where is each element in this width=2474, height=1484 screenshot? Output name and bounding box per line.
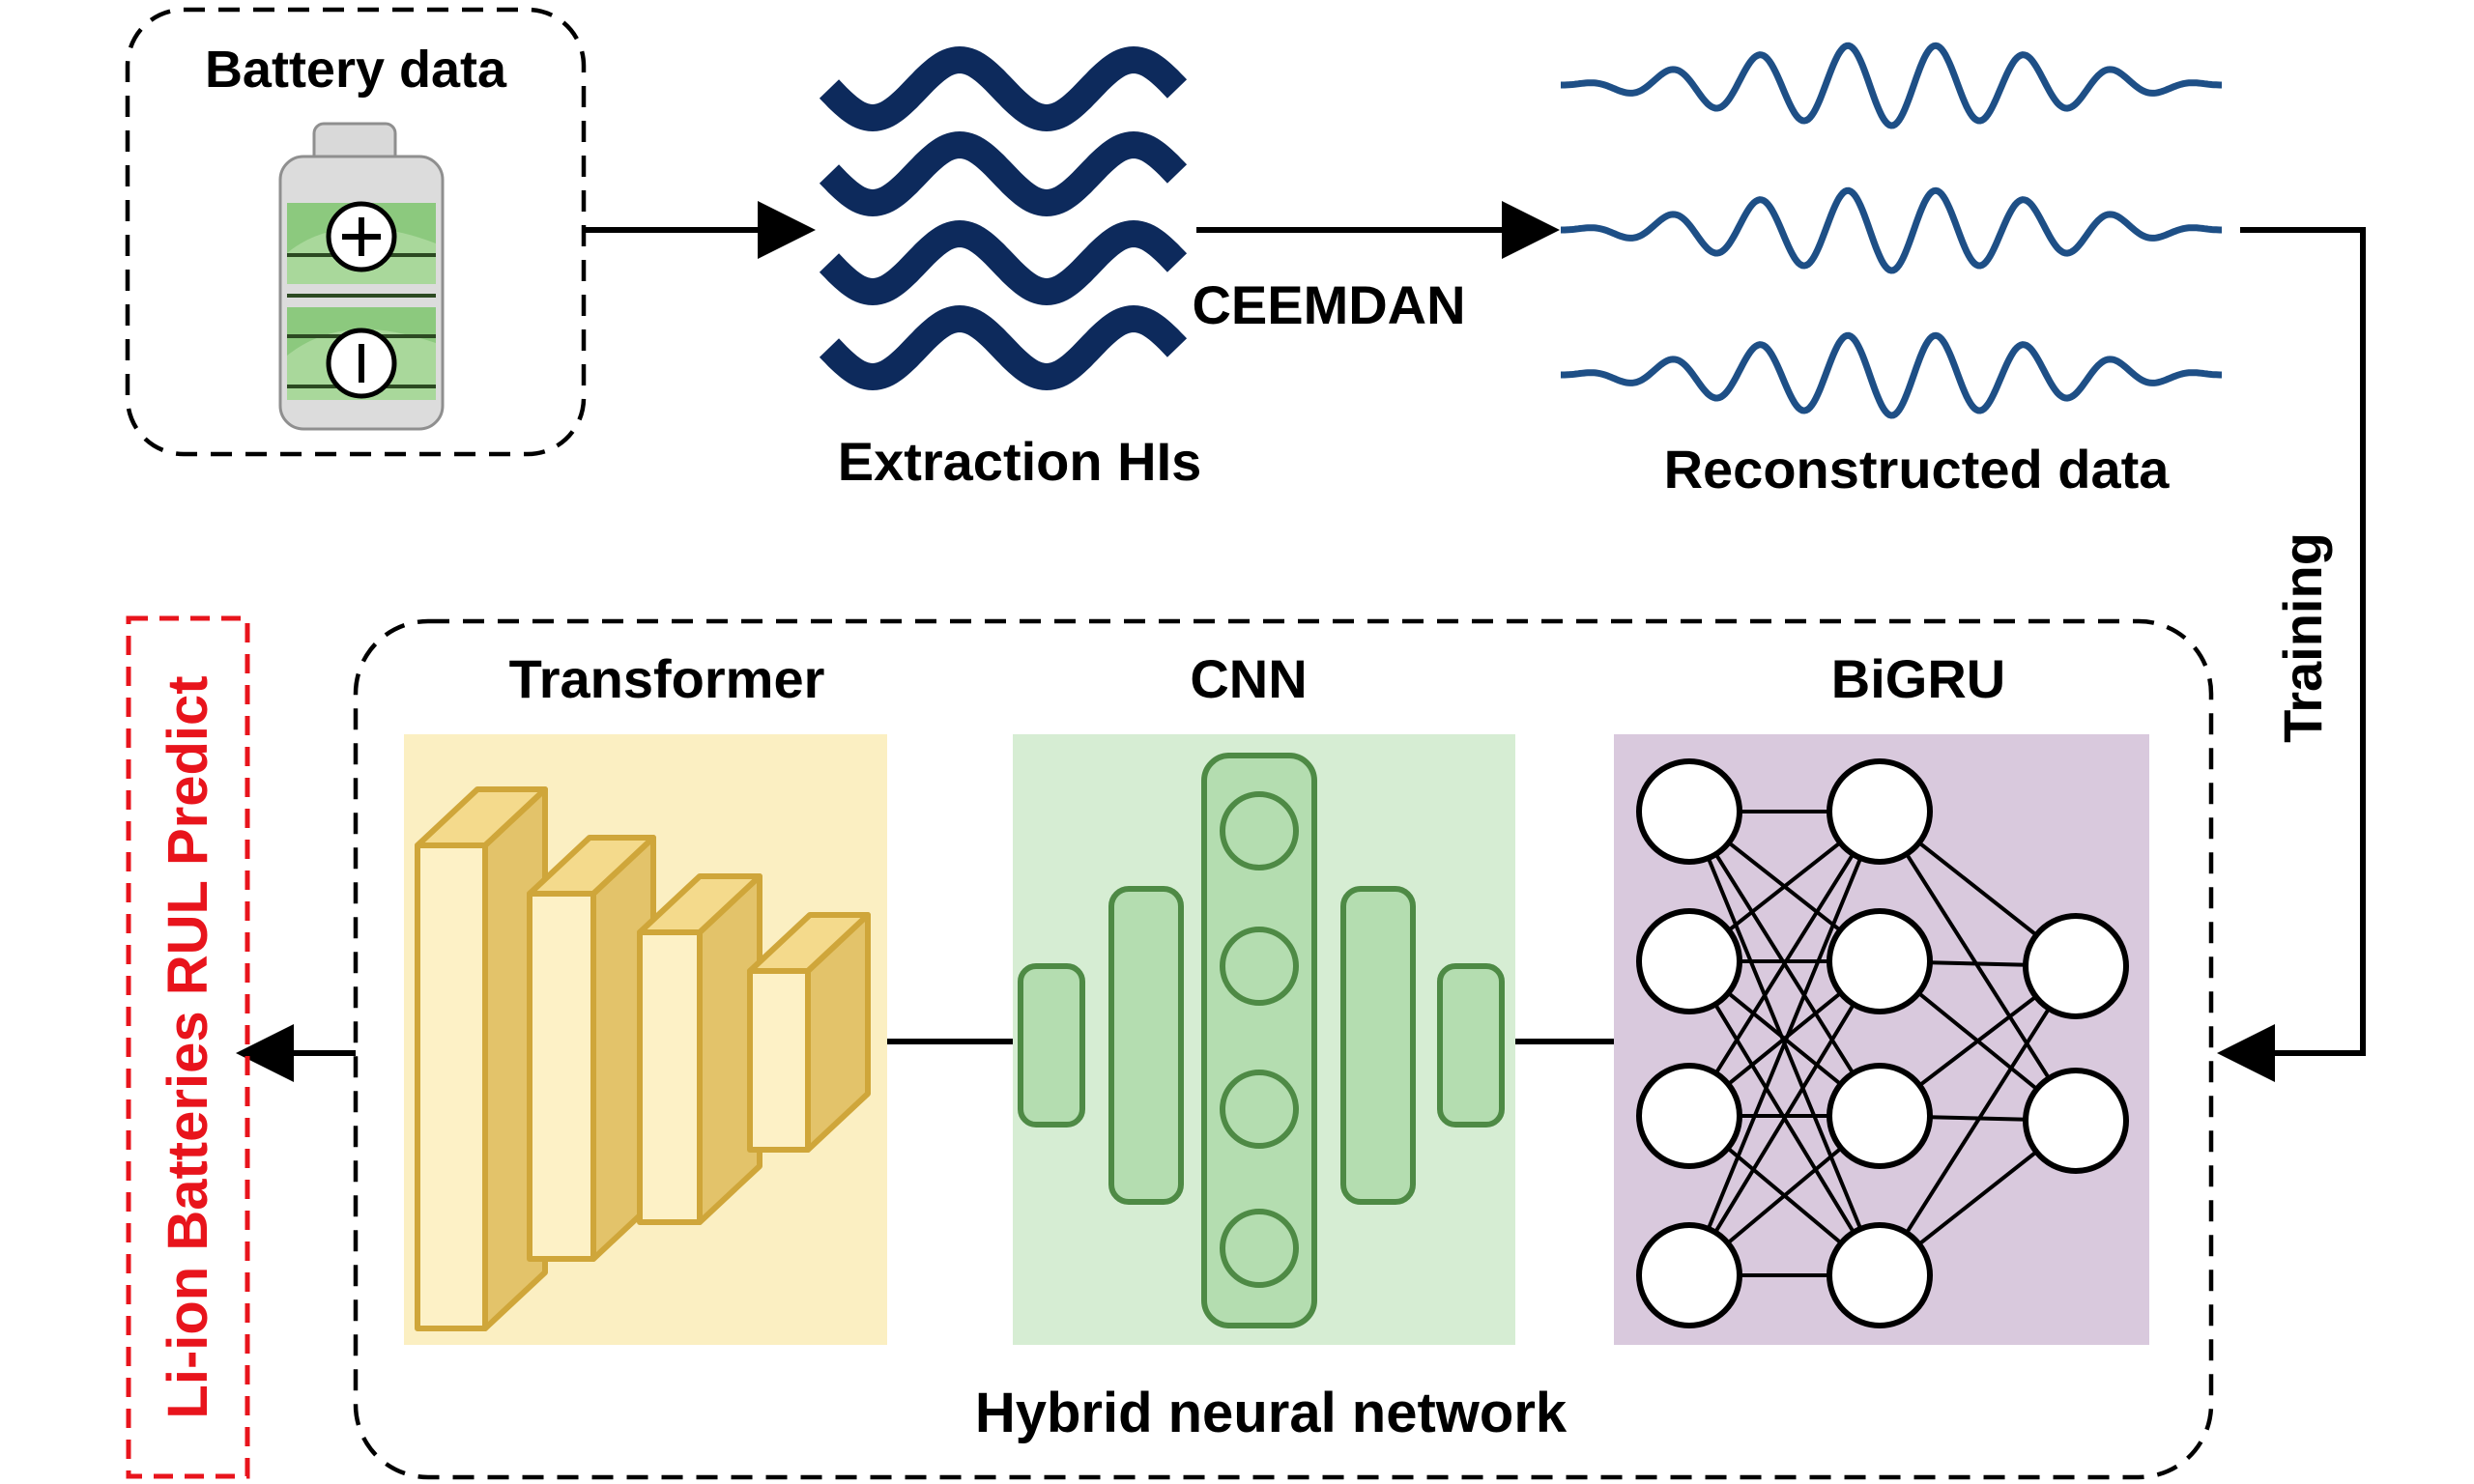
- signal-waves-icon: [1561, 42, 2222, 419]
- wave-stroke: [819, 45, 1188, 132]
- signal-wave: [1561, 42, 2222, 129]
- wave-stroke: [819, 130, 1188, 217]
- cnn-panel: [1013, 734, 1515, 1345]
- hybrid-network-box: [353, 618, 2214, 1480]
- output-label: Li-ion Batteries RUL Predict: [157, 675, 219, 1418]
- transformer-label: Transformer: [509, 648, 825, 709]
- transformer-block: [637, 873, 762, 1225]
- training-label: Training: [2272, 532, 2333, 743]
- waves-icon: [819, 45, 1188, 391]
- output-group: Li-ion Batteries RUL Predict: [126, 615, 250, 1479]
- signal-wave: [1561, 331, 2222, 419]
- wave-stroke: [819, 219, 1188, 306]
- wave-stroke: [819, 304, 1188, 391]
- cnn-layers-icon: [1018, 753, 1505, 1328]
- network-node: [1827, 908, 1933, 1014]
- neural-network-icon: [1636, 758, 2129, 1328]
- network-node: [1827, 1063, 1933, 1169]
- battery-icon: [278, 122, 445, 431]
- transformer-block: [527, 835, 656, 1262]
- training-connector: [2217, 227, 2366, 1082]
- transformer-panel: [404, 734, 887, 1345]
- output-box: [126, 615, 250, 1479]
- cnn-label: CNN: [1190, 648, 1307, 709]
- ceemdan-label: CEEMDAN: [1192, 274, 1465, 335]
- network-node: [2023, 913, 2129, 1019]
- network-node: [1827, 1222, 1933, 1328]
- network-node: [1636, 1222, 1742, 1328]
- reconstructed-data-label: Reconstructed data: [1664, 439, 2171, 499]
- network-node: [1636, 758, 1742, 865]
- transformer-block: [747, 912, 871, 1153]
- transformer-blocks-icon: [415, 786, 871, 1331]
- extraction-his-label: Extraction HIs: [838, 431, 1202, 492]
- signal-wave: [1561, 186, 2222, 274]
- extraction-his-group: Extraction HIs: [819, 45, 1202, 492]
- hybrid-network-label: Hybrid neural network: [975, 1382, 1568, 1444]
- network-node: [1827, 758, 1933, 865]
- bigru-label: BiGRU: [1831, 648, 2005, 709]
- bigru-panel: [1614, 734, 2149, 1345]
- network-node: [1636, 908, 1742, 1014]
- battery-data-label: Battery data: [205, 41, 507, 99]
- network-node: [2023, 1068, 2129, 1174]
- network-node: [1636, 1063, 1742, 1169]
- transformer-block: [415, 786, 548, 1331]
- battery-data-group: Battery data: [125, 7, 587, 457]
- reconstructed-data-group: Reconstructed data: [1561, 42, 2222, 499]
